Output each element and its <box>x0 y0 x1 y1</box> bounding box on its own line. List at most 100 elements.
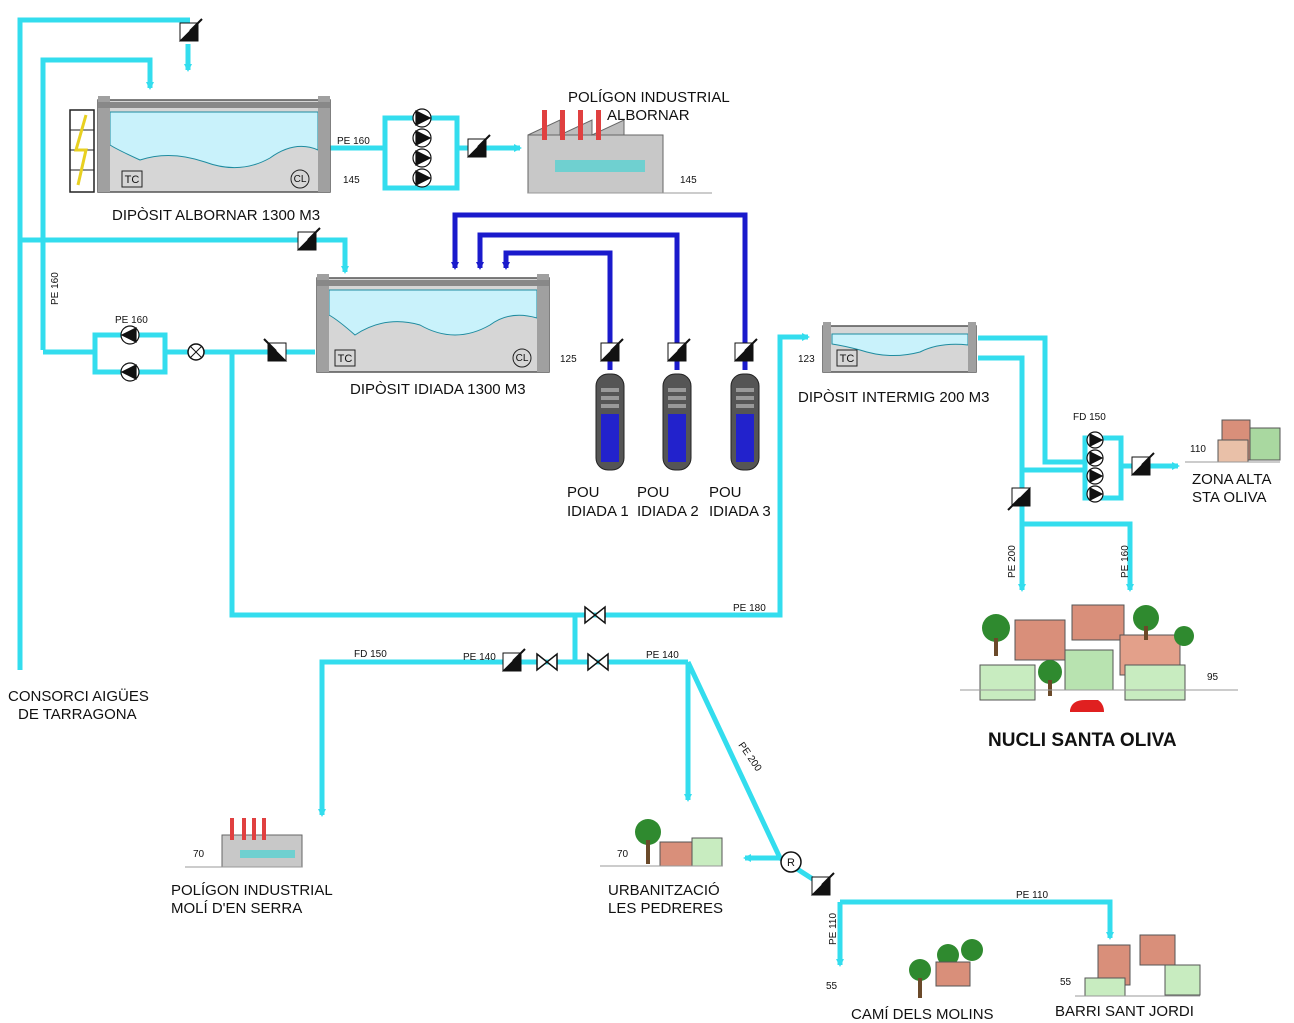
pipe-consorci-main <box>17 17 190 670</box>
well-pipe-1 <box>502 250 613 370</box>
label-poligon-moli-1: POLÍGON INDUSTRIAL <box>171 882 333 899</box>
label-barri: BARRI SANT JORDI <box>1055 1003 1194 1020</box>
pipe-pe200-diagonal <box>685 660 784 862</box>
houses-cami-icon <box>909 939 983 998</box>
label-poligon-albornar-1: POLÍGON INDUSTRIAL <box>568 89 730 106</box>
control-valve-icon <box>466 134 491 158</box>
well-3 <box>730 373 760 471</box>
pipe-label: FD 150 <box>1073 412 1106 423</box>
pipe-fd150-moli <box>318 659 625 817</box>
pipe-intermig-out-2 <box>978 355 1085 473</box>
pipe-label: PE 180 <box>733 603 766 614</box>
regulator-tag: R <box>787 857 795 869</box>
pump-icon <box>412 128 432 148</box>
label-pou3-2: IDIADA 3 <box>709 503 771 520</box>
pipe-label: PE 110 <box>1016 890 1048 901</box>
well-2 <box>662 373 692 471</box>
control-valve-icon <box>296 227 321 251</box>
label-diposit-intermig: DIPÒSIT INTERMIG 200 M3 <box>798 389 989 406</box>
tank-idiada <box>316 274 550 373</box>
control-valve-icon <box>666 338 691 362</box>
pumps <box>120 108 1104 503</box>
pipe-label: PE 200 <box>1007 545 1018 578</box>
well-1 <box>595 373 625 471</box>
control-valve-icon <box>178 18 203 42</box>
tag-tc-intermig: TC <box>840 353 855 365</box>
regulator-valve: R <box>780 851 802 873</box>
control-valve-icon <box>599 338 624 362</box>
label-pou1-2: IDIADA 1 <box>567 503 629 520</box>
gate-valve-icon <box>587 652 609 672</box>
tag-tc-idiada: TC <box>338 353 353 365</box>
pipe-intermig-out-1 <box>978 335 1085 465</box>
gate-valves <box>536 605 609 672</box>
label-consorci-1: CONSORCI AIGÜES <box>8 687 149 705</box>
pipe-to-idiada <box>20 237 349 274</box>
control-valve-icon <box>1007 486 1031 511</box>
label-poligon-moli-2: MOLÍ D'EN SERRA <box>171 900 302 917</box>
elevation-moli: 70 <box>193 849 205 860</box>
label-poligon-albornar-2: ALBORNAR <box>607 107 690 124</box>
well-pipe-3 <box>451 212 748 370</box>
label-pou1-1: POU <box>567 484 600 501</box>
pump-icon <box>1086 431 1104 449</box>
pipe-label: PE 140 <box>646 650 679 661</box>
houses-barri-icon <box>1075 934 1201 997</box>
pump-icon <box>412 168 432 188</box>
pipe-label: PE 110 <box>828 913 839 945</box>
label-cami: CAMÍ DELS MOLINS <box>851 1006 994 1023</box>
tag-cl-idiada: CL <box>516 353 529 364</box>
well-pipe-network <box>451 212 748 370</box>
houses-zona-alta-icon <box>1185 419 1281 463</box>
factory-albornar-icon <box>527 110 712 194</box>
label-pou2-2: IDIADA 2 <box>637 503 699 520</box>
pipe-label: FD 150 <box>354 649 387 660</box>
gate-valve-icon <box>584 605 606 625</box>
tank-albornar <box>69 96 331 193</box>
pipe-secondary-supply <box>40 57 154 350</box>
elevation-zona-alta: 110 <box>1190 444 1206 455</box>
label-zona-alta-1: ZONA ALTA <box>1192 471 1271 488</box>
label-zona-alta-2: STA OLIVA <box>1192 489 1266 506</box>
elevation-albornar: 145 <box>343 175 360 186</box>
meter-icon <box>187 343 205 361</box>
pipe-pe110-barri <box>840 899 1114 940</box>
pipe-label: PE 160 <box>50 272 61 305</box>
pipe-pump-loop-idiada <box>43 332 168 375</box>
control-valve-icon <box>1130 452 1155 476</box>
gate-valve-icon <box>536 652 558 672</box>
label-urbanitzacio-2: LES PEDRERES <box>608 900 723 917</box>
pump-icon <box>1086 449 1104 467</box>
pump-icon <box>120 325 140 345</box>
pipe-pe180-return <box>229 333 810 618</box>
control-valve-icon <box>733 338 758 362</box>
label-diposit-albornar: DIPÒSIT ALBORNAR 1300 M3 <box>112 207 320 224</box>
elevation-barri: 55 <box>1060 977 1072 988</box>
label-diposit-idiada: DIPÒSIT IDIADA 1300 M3 <box>350 381 526 398</box>
pump-icon <box>412 108 432 128</box>
control-valve-icon <box>263 338 288 362</box>
label-consorci-2: DE TARRAGONA <box>18 706 137 723</box>
well-pipe-2 <box>476 232 680 370</box>
tag-cl-albornar: CL <box>294 174 307 185</box>
elevation-intermig: 123 <box>798 354 815 365</box>
pipe-label: PE 160 <box>337 136 370 147</box>
label-nucli: NUCLI SANTA OLIVA <box>988 730 1177 751</box>
pipe-pe160-nucli <box>1022 521 1134 592</box>
label-pou2-1: POU <box>637 484 670 501</box>
control-valves <box>178 18 1155 896</box>
tag-tc-albornar: TC <box>125 174 140 186</box>
pump-icon <box>1086 485 1104 503</box>
houses-pedreres-icon <box>600 819 723 867</box>
pump-icon <box>120 362 140 382</box>
pump-icon <box>412 148 432 168</box>
elevation-poligon-albornar: 145 <box>680 175 697 186</box>
houses-nucli-icon <box>960 604 1238 712</box>
elevation-nucli: 95 <box>1207 672 1219 683</box>
tank-intermig <box>822 322 977 373</box>
label-pou3-1: POU <box>709 484 742 501</box>
pump-icon <box>1086 467 1104 485</box>
label-urbanitzacio-1: URBANITZACIÓ <box>608 882 720 899</box>
pipe-label: PE 140 <box>463 652 496 663</box>
